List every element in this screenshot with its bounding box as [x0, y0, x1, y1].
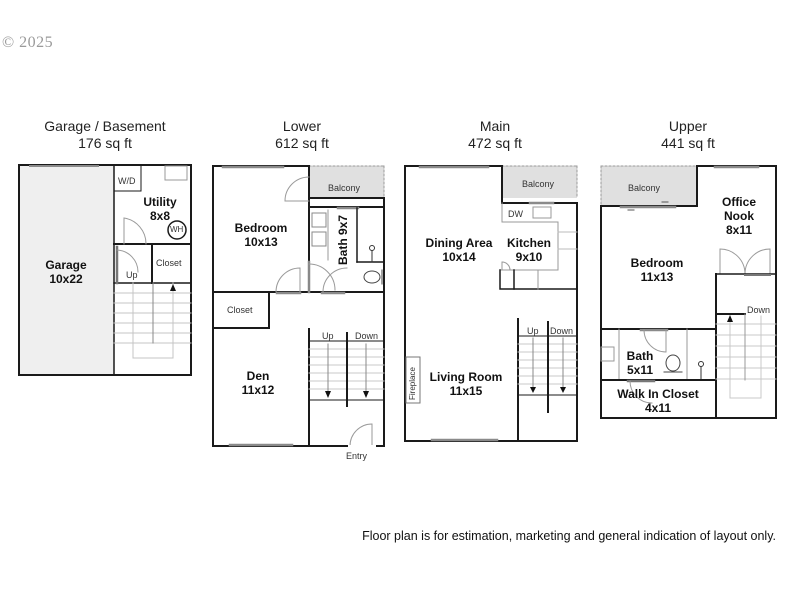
stairs-down-label: Down [550, 326, 574, 336]
entry-label: Entry [346, 451, 368, 461]
copyright-notice: © 2025 [2, 34, 54, 51]
room-den: Den 11x12 [228, 369, 288, 397]
room-size: 8x8 [149, 209, 171, 223]
lower-plan [212, 165, 385, 447]
room-name: Garage [45, 258, 87, 272]
floor-title-garage: Garage / Basement 176 sq ft [30, 118, 180, 152]
closet-label: Closet [156, 258, 182, 268]
room-name: Kitchen [506, 236, 551, 250]
stairs-down-label: Down [355, 331, 379, 341]
room-name: Bedroom [234, 221, 288, 235]
floor-area: 472 sq ft [468, 135, 522, 151]
floor-title-upper: Upper 441 sq ft [608, 118, 768, 152]
room-size: 11x15 [449, 384, 483, 398]
room-garage: Garage 10x22 [34, 258, 98, 286]
room-bath-lower: Bath 9x7 [336, 214, 350, 266]
floor-area: 441 sq ft [661, 135, 715, 151]
floor-title-lower: Lower 612 sq ft [222, 118, 382, 152]
room-size: 4x11 [644, 401, 672, 415]
room-bedroom-lower: Bedroom 10x13 [228, 221, 294, 249]
fireplace-label: Fireplace [408, 367, 417, 400]
room-name: Walk In Closet [617, 387, 699, 401]
balcony-label: Balcony [328, 183, 361, 193]
room-walk-in-closet: Walk In Closet 4x11 [607, 387, 709, 415]
floor-name: Main [479, 118, 511, 134]
room-name: Living Room [429, 370, 503, 384]
washer-dryer-label: W/D [118, 176, 136, 186]
stairs-down-label: Down [747, 305, 771, 315]
upper-plan [600, 165, 777, 419]
room-size: 9x10 [515, 250, 543, 264]
floor-area: 176 sq ft [78, 135, 132, 151]
room-utility: Utility 8x8 [128, 195, 192, 223]
room-name: Bedroom [630, 256, 684, 270]
floor-name: Lower [282, 118, 322, 134]
garage-basement-plan [18, 164, 192, 376]
room-name: Utility [143, 195, 177, 209]
room-size: 11x12 [241, 383, 275, 397]
room-name: Office Nook [721, 195, 756, 223]
balcony-label: Balcony [522, 179, 555, 189]
room-size: 11x13 [640, 270, 674, 284]
room-kitchen: Kitchen 9x10 [500, 236, 558, 264]
floor-title-main: Main 472 sq ft [415, 118, 575, 152]
room-office-nook: Office Nook 8x11 [713, 195, 765, 237]
room-name: Dining Area [425, 236, 493, 250]
room-bedroom-upper: Bedroom 11x13 [622, 256, 692, 284]
room-size: 10x22 [49, 272, 83, 286]
room-living-room: Living Room 11x15 [424, 370, 508, 398]
closet-label: Closet [227, 305, 253, 315]
room-size: 8x11 [725, 223, 753, 237]
dishwasher-label: DW [508, 209, 523, 219]
room-bath-upper: Bath 5x11 [620, 349, 660, 377]
room-name: Bath [626, 349, 654, 363]
stairs-up-label: Up [322, 331, 334, 341]
floor-name: Garage / Basement [44, 118, 166, 134]
room-name: Den [246, 369, 270, 383]
floor-name: Upper [668, 118, 708, 134]
main-plan [404, 165, 578, 442]
room-size: 5x11 [626, 363, 654, 377]
disclaimer-text: Floor plan is for estimation, marketing … [362, 529, 776, 543]
room-size: 10x14 [442, 250, 476, 264]
room-dining-area: Dining Area 10x14 [413, 236, 505, 264]
water-heater-label: WH [170, 225, 184, 234]
room-size: 10x13 [244, 235, 278, 249]
stairs-up-label: Up [126, 270, 138, 280]
stairs-up-label: Up [527, 326, 539, 336]
balcony-label: Balcony [628, 183, 661, 193]
floor-area: 612 sq ft [275, 135, 329, 151]
